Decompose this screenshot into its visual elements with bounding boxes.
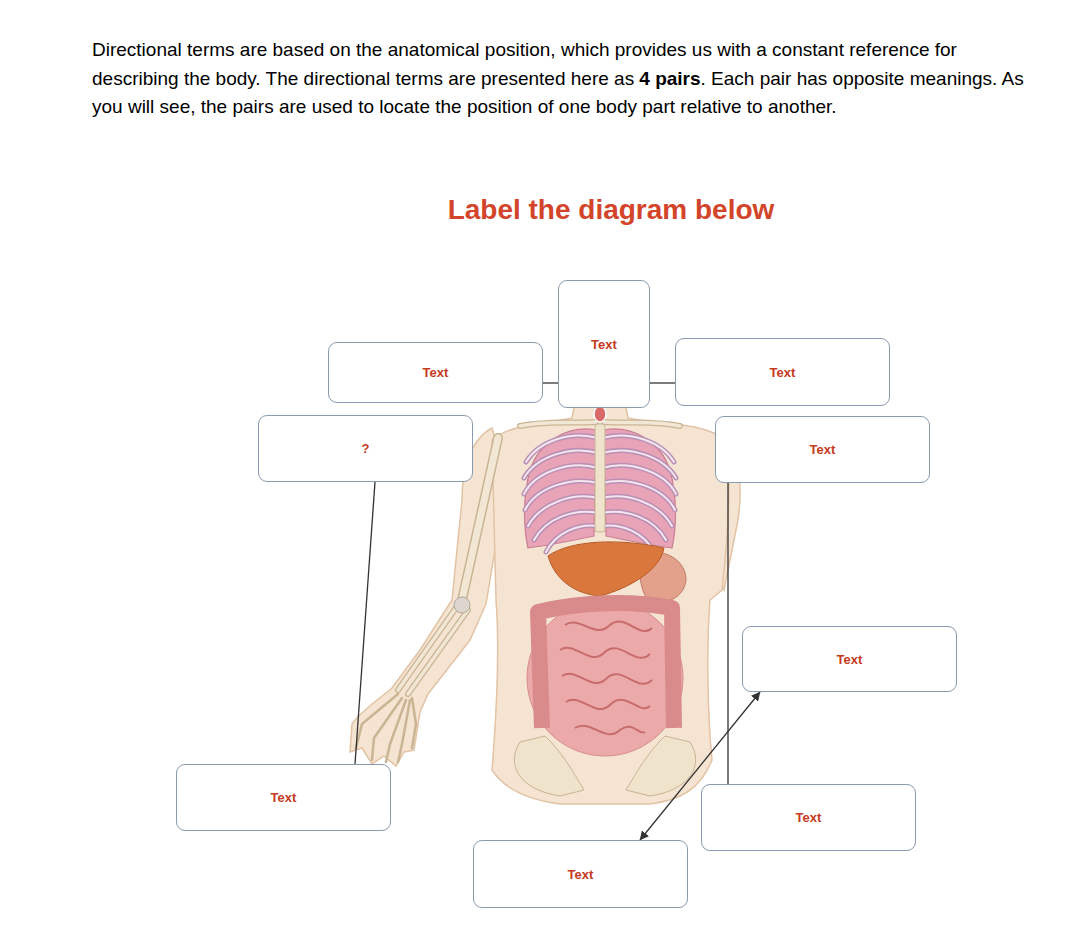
- large-intestine: [538, 603, 674, 728]
- thyroid: [594, 406, 606, 422]
- box-text: Text: [271, 790, 297, 805]
- pelvis: [626, 736, 696, 796]
- small-intestine-area: [527, 600, 683, 756]
- liver: [548, 542, 664, 596]
- box-text: Text: [810, 442, 836, 457]
- box-text: Text: [770, 365, 796, 380]
- box-text: Text: [796, 810, 822, 825]
- torso-outline: [492, 402, 729, 804]
- box-text: Text: [591, 337, 617, 352]
- intro-paragraph: Directional terms are based on the anato…: [92, 36, 1044, 122]
- diagram-title: Label the diagram below: [361, 194, 861, 226]
- forearm-bones: [398, 605, 468, 694]
- pelvis: [514, 736, 584, 796]
- leader-line: [543, 382, 558, 383]
- forearm-bones: [398, 605, 468, 694]
- lung: [604, 429, 676, 548]
- box-text: Text: [568, 867, 594, 882]
- elbow-joint: [454, 597, 470, 613]
- small-intestine: [560, 621, 652, 734]
- box-text: Text: [423, 365, 449, 380]
- label-box: Text: [473, 840, 688, 908]
- hand-bones: [356, 694, 416, 762]
- label-box: Text: [715, 416, 930, 483]
- label-box: Text: [701, 784, 916, 851]
- leader-line: [727, 483, 728, 784]
- label-box: Text: [675, 338, 890, 406]
- bold-phrase: 4 pairs: [639, 68, 700, 89]
- leader-line: [355, 482, 375, 764]
- label-box: ?: [258, 415, 473, 482]
- label-box: Text: [176, 764, 391, 831]
- sternum: [595, 424, 605, 532]
- box-text: Text: [837, 652, 863, 667]
- label-box: Text: [558, 280, 650, 408]
- lung: [525, 429, 597, 548]
- label-box: Text: [742, 626, 957, 692]
- label-box: Text: [328, 342, 543, 403]
- leader-line: [650, 382, 675, 383]
- box-text: ?: [362, 441, 370, 456]
